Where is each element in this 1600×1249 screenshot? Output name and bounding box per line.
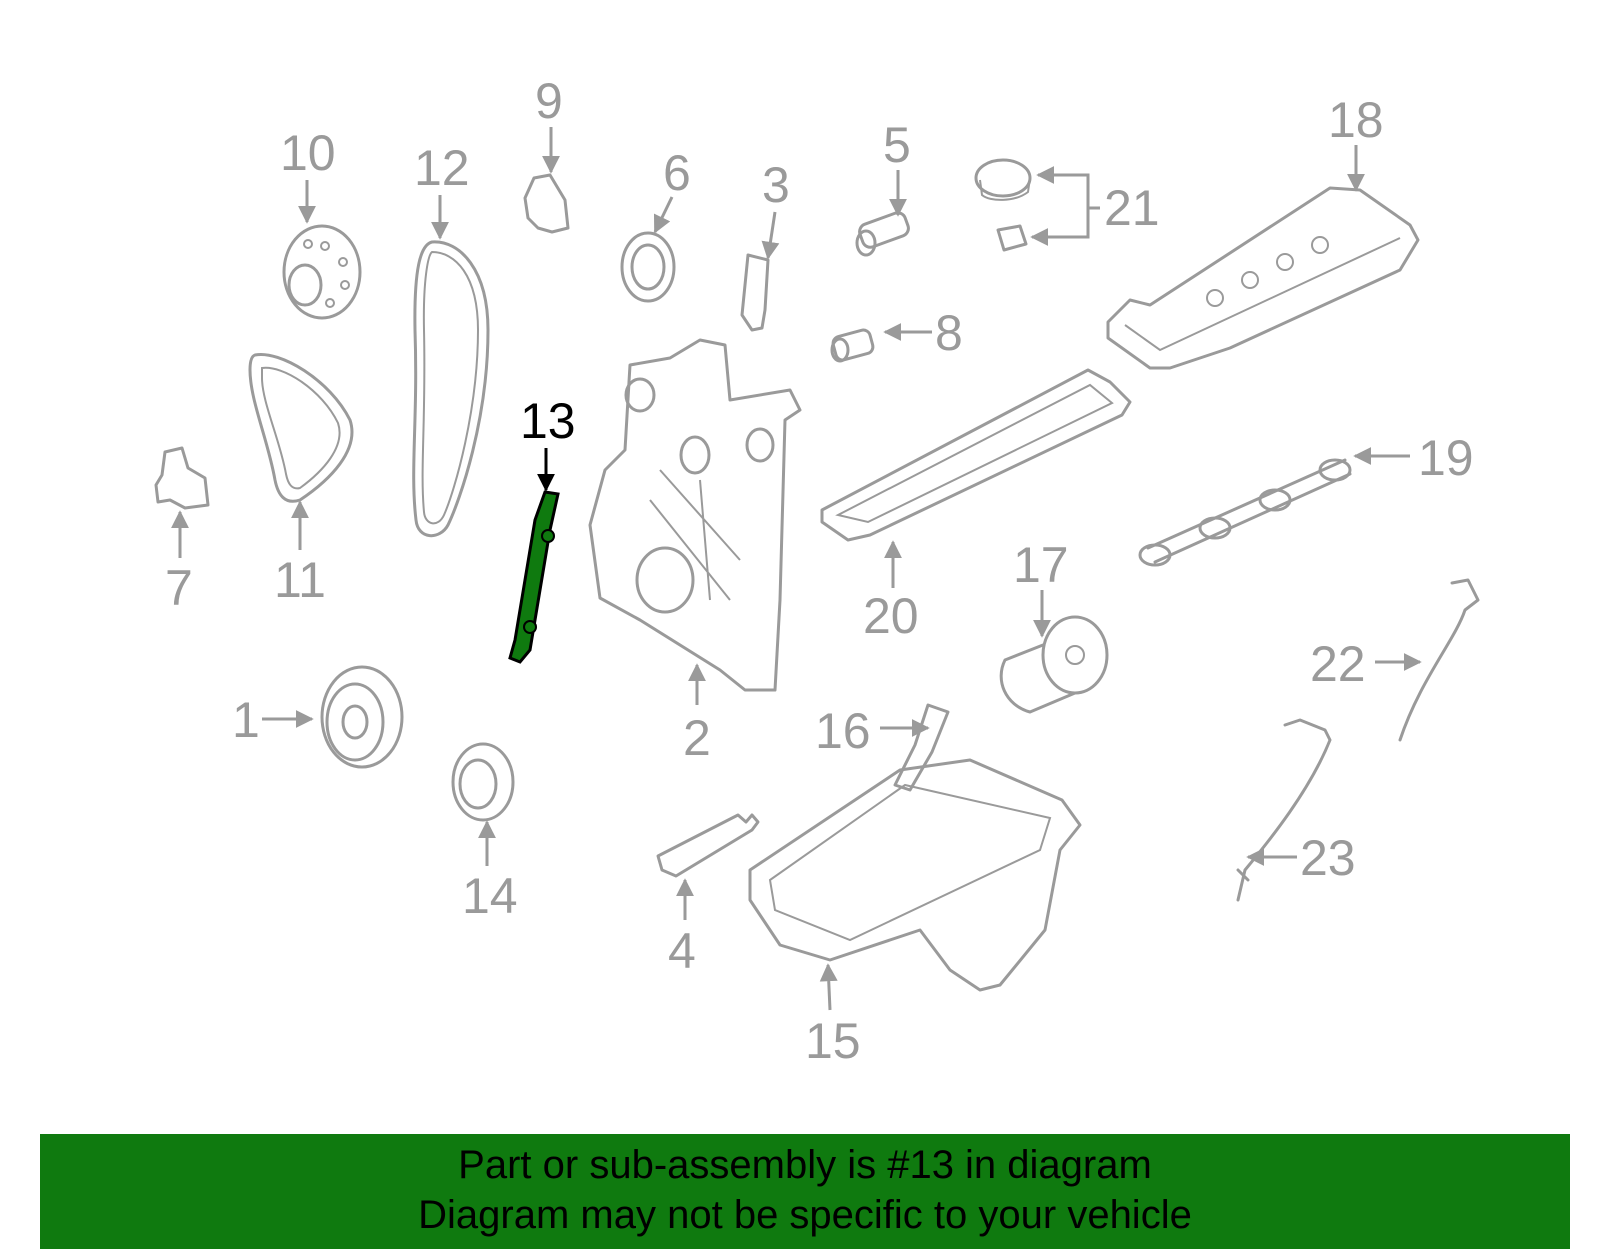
banner-line-2: Diagram may not be specific to your vehi… <box>418 1193 1192 1237</box>
callout-20: 20 <box>863 588 919 644</box>
callout-17: 17 <box>1013 537 1069 593</box>
info-banner: Part or sub-assembly is #13 in diagram D… <box>40 1134 1570 1249</box>
callout-16: 16 <box>815 703 871 759</box>
callout-1: 1 <box>232 692 260 748</box>
part-22-dipstick-tube <box>1398 578 1480 742</box>
part-3-gasket <box>740 253 770 332</box>
callout-19: 19 <box>1418 430 1474 486</box>
part-4-sealant-tube <box>656 813 760 878</box>
callout-3: 3 <box>762 157 790 213</box>
part-20-gasket <box>820 368 1132 542</box>
part-10-sprocket <box>282 224 362 320</box>
callout-5: 5 <box>883 117 911 173</box>
arrow-15 <box>819 963 838 1011</box>
callout-8: 8 <box>935 305 963 361</box>
callout-2: 2 <box>683 710 711 766</box>
callout-10: 10 <box>280 125 336 181</box>
part-16-baffle <box>893 703 950 792</box>
callout-13: 13 <box>520 393 576 449</box>
part-7-bracket <box>154 446 210 510</box>
part-5-sensor <box>855 211 910 257</box>
part-8-sensor <box>830 328 875 363</box>
part-14-seal <box>451 742 515 822</box>
part-6-seal <box>620 231 676 303</box>
callout-12: 12 <box>414 140 470 196</box>
part-19-gasket <box>1138 458 1352 567</box>
arrow-21 <box>1030 166 1100 246</box>
part-1-pulley <box>320 665 404 769</box>
callout-23: 23 <box>1300 830 1356 886</box>
callout-22: 22 <box>1310 636 1366 692</box>
arrow-3 <box>761 211 780 260</box>
callout-6: 6 <box>663 145 691 201</box>
part-11-belt <box>248 352 354 503</box>
part-2-timing-cover <box>588 338 802 692</box>
callout-21: 21 <box>1104 180 1160 236</box>
callout-15: 15 <box>805 1013 861 1069</box>
callout-9: 9 <box>535 73 563 129</box>
part-17-oil-filter <box>999 615 1109 714</box>
part-21-oil-cap <box>974 158 1032 252</box>
arrow-6 <box>653 196 674 234</box>
part-18-valve-cover <box>1106 186 1420 370</box>
callout-11: 11 <box>274 552 326 608</box>
callout-18: 18 <box>1328 92 1384 148</box>
callout-14: 14 <box>462 868 518 924</box>
part-13-chain-guide <box>508 490 560 664</box>
part-15-oil-pan <box>748 758 1082 992</box>
part-12-timing-chain <box>412 240 490 538</box>
callout-4: 4 <box>668 923 696 979</box>
part-9-bracket <box>523 173 570 234</box>
callout-7: 7 <box>165 560 193 616</box>
banner-line-1: Part or sub-assembly is #13 in diagram <box>458 1143 1152 1187</box>
parts-diagram: 1 2 3 4 5 6 7 8 9 10 11 12 13 14 15 16 1… <box>154 73 1480 1069</box>
